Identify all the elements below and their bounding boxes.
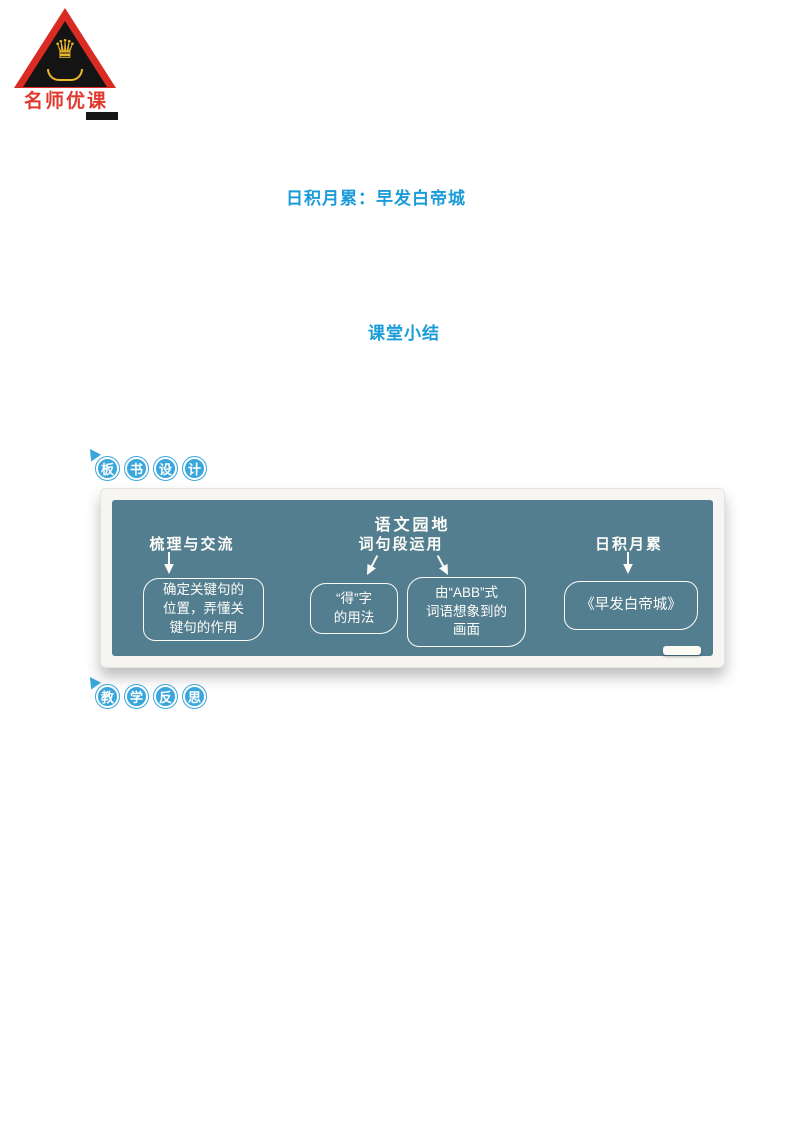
down-arrow-icon	[622, 551, 634, 580]
reflection-char-4: 思	[182, 684, 207, 709]
board-design-char-4: 计	[182, 456, 207, 481]
down-left-arrow-icon	[359, 552, 383, 583]
chalk-box-key-sentence: 确定关键句的 位置，弄懂关 键句的作用	[143, 578, 264, 641]
leaf-marker-icon	[84, 673, 102, 690]
chalk-piece	[663, 646, 701, 655]
column-header-sort-exchange: 梳理与交流	[149, 536, 235, 553]
down-right-arrow-icon	[432, 552, 456, 583]
blackboard-frame: 语文园地 梳理与交流 词句段运用 日积月累 确定关键句的 位置，弄懂关 键句的作…	[100, 488, 725, 668]
board-design-char-2: 书	[124, 456, 149, 481]
teaching-reflection-label: 教 学 反 思	[84, 673, 207, 709]
column-header-accumulation: 日积月累	[594, 536, 664, 553]
blackboard-title: 语文园地	[374, 517, 451, 534]
chalk-box-abb-words: 由“ABB”式 词语想象到的 画面	[407, 577, 526, 647]
down-arrow-icon	[163, 551, 175, 580]
blackboard: 语文园地 梳理与交流 词句段运用 日积月累 确定关键句的 位置，弄懂关 键句的作…	[112, 500, 713, 656]
leaf-marker-icon	[84, 445, 102, 462]
brand-name: 名师优课	[23, 91, 108, 112]
column-header-word-usage: 词句段运用	[358, 536, 444, 553]
brand-underline	[86, 112, 118, 120]
section-heading-secondary: 课堂小结	[368, 324, 440, 343]
crown-icon: ♛	[53, 34, 77, 64]
board-design-char-3: 设	[153, 456, 178, 481]
section-heading-primary: 日积月累：早发白帝城	[286, 189, 466, 208]
reflection-char-3: 反	[153, 684, 178, 709]
reflection-char-1: 教	[95, 684, 120, 709]
reflection-char-2: 学	[124, 684, 149, 709]
chalk-box-de-usage: “得”字 的用法	[310, 583, 398, 634]
board-design-char-1: 板	[95, 456, 120, 481]
brand-logo: ♛	[14, 8, 116, 88]
chalk-box-poem: 《早发白帝城》	[564, 581, 698, 630]
board-design-label: 板 书 设 计	[84, 445, 207, 481]
